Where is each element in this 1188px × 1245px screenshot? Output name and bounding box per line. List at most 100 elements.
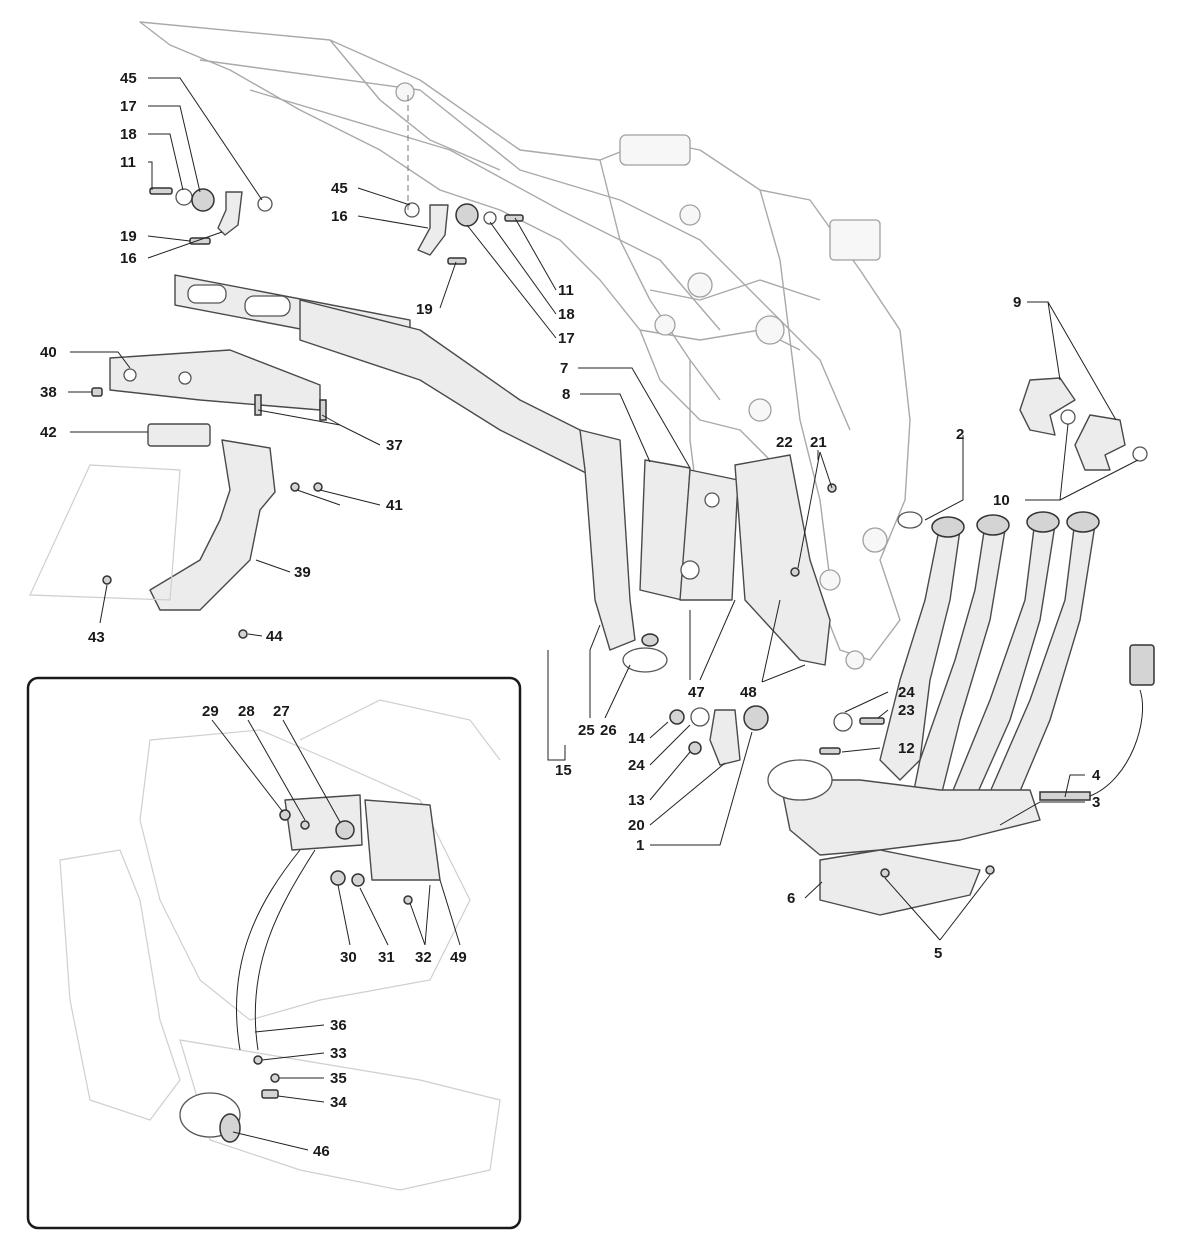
washer-45-a [257,196,273,212]
gasket-2 [897,511,923,529]
nut-44 [238,629,248,639]
bolt-12 [819,747,841,755]
callout-27: 27 [273,703,290,720]
inset-border [26,676,522,1230]
silencer-assembly [174,274,668,673]
silencer-outlet-left [187,284,227,304]
screw-21-b [790,567,800,577]
callout-45-center: 45 [331,180,348,197]
callout-10: 10 [993,492,1010,509]
callout-42: 42 [40,424,57,441]
collector-3 [779,779,1041,856]
bolt-11-a [149,187,173,195]
callout-43: 43 [88,629,105,646]
callout-6: 6 [787,890,795,907]
callout-47: 47 [688,684,705,701]
callout-16-center: 16 [331,208,348,225]
nut-10-b [1132,446,1148,462]
header-pipe-1 [879,524,961,781]
bracket-20 [709,709,741,766]
valve-cable-36 [236,849,301,1051]
silencer-body [299,299,621,481]
screw-38 [91,387,103,397]
callout-24-left: 24 [628,757,645,774]
callout-45-upper-left: 45 [120,70,137,87]
inset-midpipe-ghost [59,849,181,1121]
flange-clip-9-b [1074,414,1126,471]
spring-31 [351,873,365,887]
callout-9: 9 [1013,294,1021,311]
inset-silencer-ghost [179,1039,501,1191]
callout-15: 15 [555,762,572,779]
callout-17-upper-left: 17 [120,98,137,115]
bolt-23 [859,717,885,725]
screw-5-a [880,868,890,878]
callout-32: 32 [415,949,432,966]
washer-24-b [833,712,853,732]
callout-24-right: 24 [898,684,915,701]
callout-8: 8 [562,386,570,403]
callout-1: 1 [636,837,644,854]
callout-40: 40 [40,344,57,361]
callout-19-upper-left: 19 [120,228,137,245]
clamp-bolt-25 [641,633,659,647]
screw-28 [300,820,310,830]
collector-inlet [767,759,833,801]
callout-31: 31 [378,949,395,966]
callout-21: 21 [810,434,827,451]
bolt-19-a [189,237,211,245]
callout-14: 14 [628,730,645,747]
hanger-bracket-kit-left [149,187,273,245]
callout-7: 7 [560,360,568,377]
callout-48: 48 [740,684,757,701]
callout-49: 49 [450,949,467,966]
callout-5: 5 [934,945,942,962]
washer-18-a [175,188,193,206]
callout-23: 23 [898,702,915,719]
heat-shields [639,454,837,666]
callout-39: 39 [294,564,311,581]
callout-35: 35 [330,1070,347,1087]
callout-22: 22 [776,434,793,451]
motorcycle-frame [139,21,911,670]
washer-24-a [690,707,710,727]
silencer-bracket-40 [109,349,321,411]
hanger-arm-16-a [217,191,243,236]
screw-37-a [254,394,262,416]
callout-labels: 45 17 18 11 19 16 45 16 11 18 19 17 40 3… [40,70,1101,1160]
screw-37-b [319,399,327,421]
washer-18-b [483,211,497,225]
flange-clip-9-a [1019,377,1076,436]
heat-shield-22 [734,454,831,666]
callout-33: 33 [330,1045,347,1062]
callout-leaders [68,77,1139,1151]
screw-43 [102,575,112,585]
callout-16-upper-left: 16 [120,250,137,267]
hanger-arm-16-b [417,204,449,256]
spring-30 [330,870,346,886]
callout-18-upper-left: 18 [120,126,137,143]
rear-bracket-assembly [29,349,327,639]
header-flange-3 [1026,511,1060,533]
nut-41-a [290,482,300,492]
flange-clips [1019,377,1148,471]
bushing-13 [688,741,702,755]
nut-10-a [1060,409,1076,425]
header-collector-assembly [767,511,1155,916]
clamp-26 [622,647,668,673]
header-flange-2 [976,514,1010,536]
screw-5-b [985,865,995,875]
callout-30: 30 [340,949,357,966]
callout-18-center: 18 [558,306,575,323]
screw-32 [403,895,413,905]
nut-14 [669,709,685,725]
bolt-11-b [504,214,524,222]
valve-pulley-46 [219,1113,241,1143]
callout-3: 3 [1092,794,1100,811]
screw-29 [279,809,291,821]
license-plate-outline [29,464,181,601]
callout-28: 28 [238,703,255,720]
exhaust-valve-inset-panel [26,676,522,1230]
callout-11-center: 11 [558,282,574,299]
screw-35 [270,1073,280,1083]
